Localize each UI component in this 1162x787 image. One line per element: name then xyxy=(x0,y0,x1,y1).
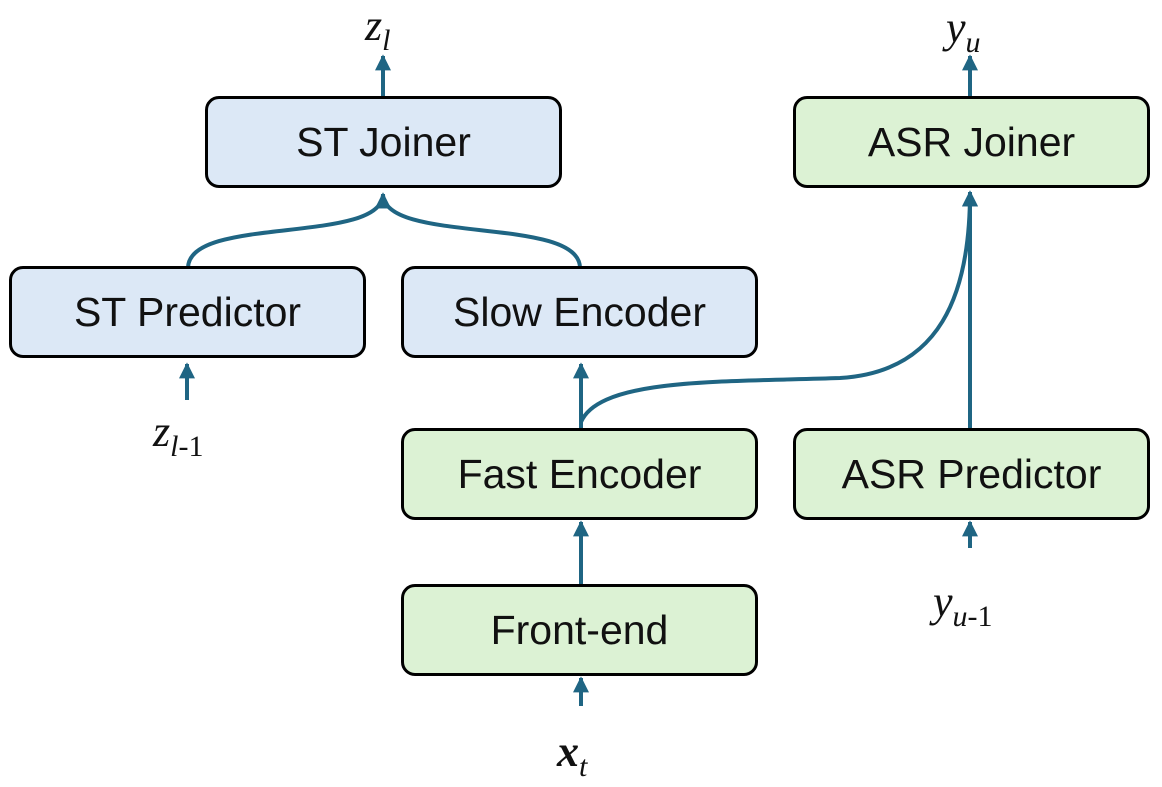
arrow-st-predictor-to-st-joiner xyxy=(186,192,391,269)
x-t-label: xt xyxy=(557,727,588,783)
y-u-label: yu xyxy=(946,3,981,59)
arrow-slow-encoder-to-st-joiner xyxy=(375,192,582,269)
st-joiner-block: ST Joiner xyxy=(205,96,562,188)
arrow-fast-encoder-to-asr-joiner xyxy=(579,190,978,423)
asr-joiner-block: ASR Joiner xyxy=(793,96,1150,188)
z-l-minus-1-label: zl-1 xyxy=(153,407,204,463)
asr-predictor-block: ASR Predictor xyxy=(793,428,1150,520)
slow-encoder-block: Slow Encoder xyxy=(401,266,758,358)
fast-encoder-block: Fast Encoder xyxy=(401,428,758,520)
front-end-block: Front-end xyxy=(401,584,758,676)
z-l-label: zl xyxy=(365,1,391,57)
st-predictor-block: ST Predictor xyxy=(9,266,366,358)
y-u-minus-1-label: yu-1 xyxy=(933,577,993,633)
